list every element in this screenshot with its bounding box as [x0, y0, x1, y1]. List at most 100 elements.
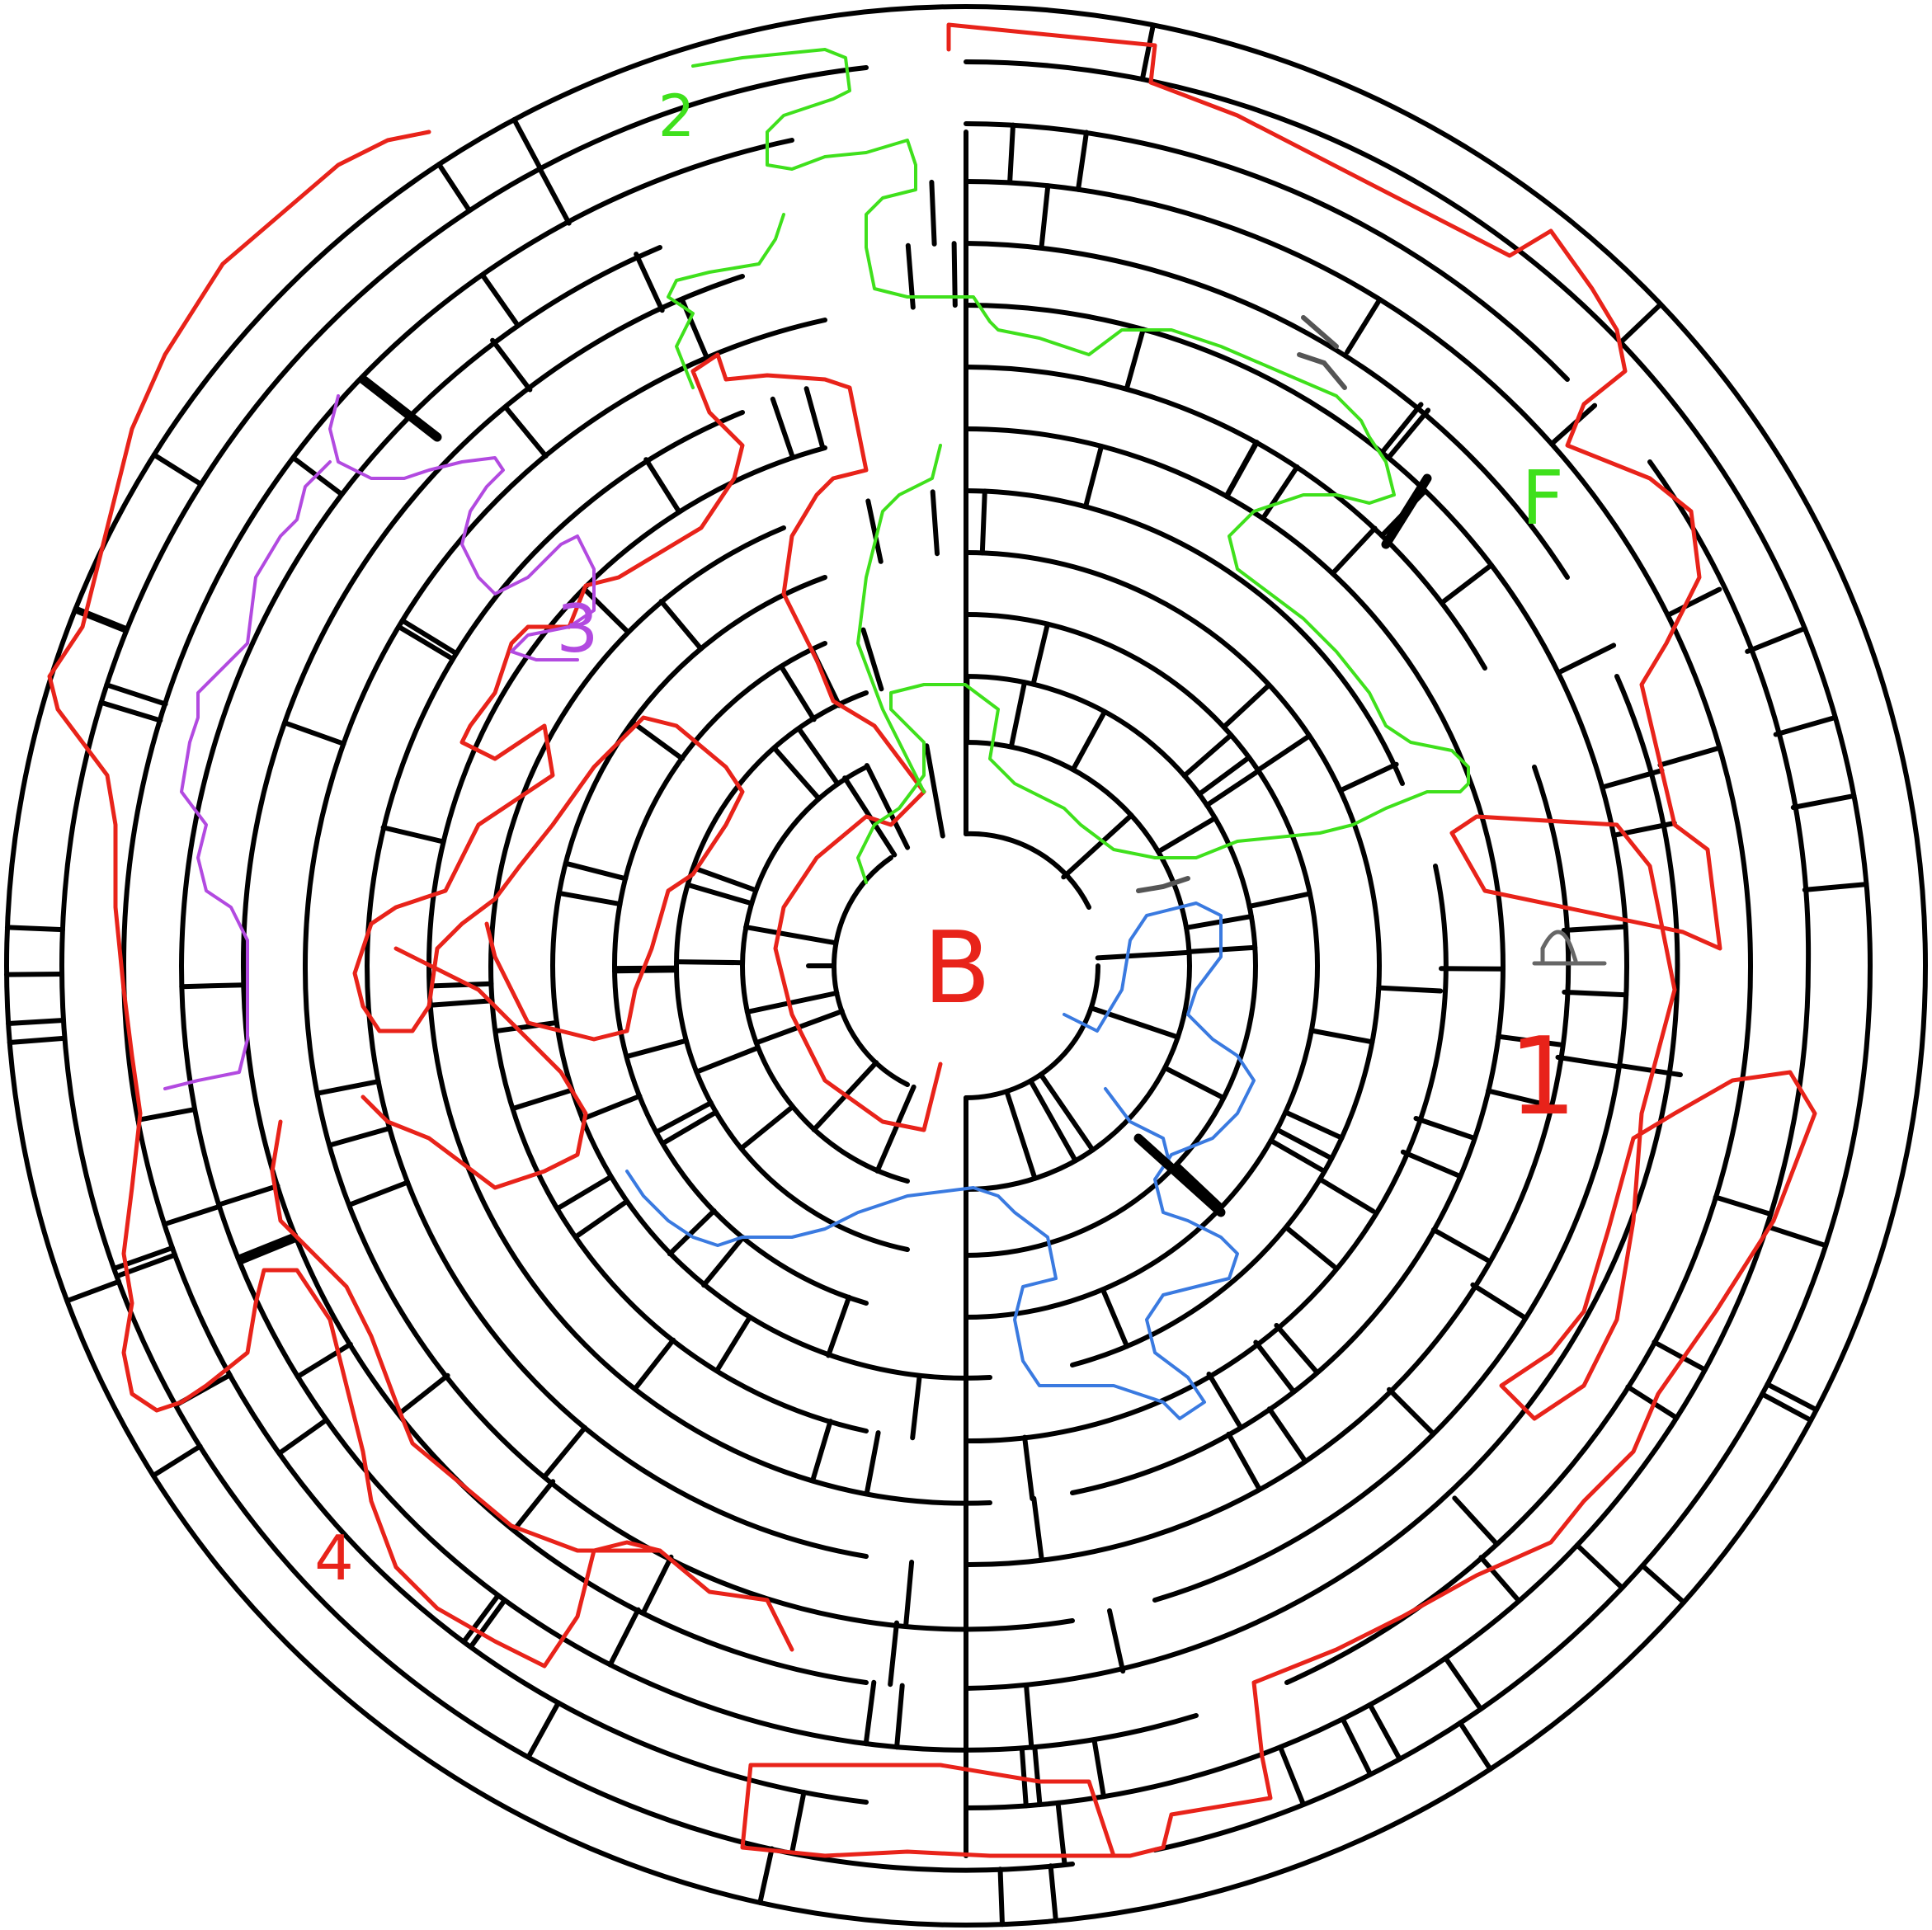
spoke-wall	[865, 498, 884, 564]
spoke-wall	[1206, 1372, 1243, 1430]
spoke-wall	[864, 1430, 881, 1496]
spoke-wall	[1802, 882, 1869, 892]
spoke-wall	[1337, 761, 1399, 793]
spoke-wall	[396, 624, 455, 661]
spoke-wall	[1555, 643, 1617, 676]
red-route	[47, 22, 1817, 1858]
spoke-wall	[1032, 1744, 1043, 1808]
spoke-wall	[951, 241, 958, 308]
spoke-wall	[179, 982, 247, 990]
spoke-wall	[694, 1045, 761, 1075]
spoke-wall	[1007, 122, 1015, 186]
spoke-wall	[634, 252, 665, 313]
maze-walls	[4, 4, 1928, 1928]
spoke-wall	[1340, 1716, 1374, 1777]
spoke-wall	[1440, 563, 1494, 605]
spoke-wall	[864, 763, 911, 850]
spoke-wall	[1091, 1737, 1106, 1800]
spoke-wall	[1317, 1176, 1376, 1214]
spoke-wall	[327, 1126, 393, 1148]
spoke-wall	[4, 925, 65, 933]
spoke-wall	[1478, 1555, 1522, 1604]
spoke-wall	[1048, 1863, 1058, 1923]
ring-wall-3	[179, 179, 1754, 1753]
spoke-wall	[1562, 989, 1629, 998]
spoke-wall	[1028, 1078, 1078, 1164]
spoke-wall	[436, 162, 472, 214]
spoke-wall	[72, 608, 129, 633]
spoke-wall	[295, 1341, 353, 1380]
spoke-wall	[162, 1203, 222, 1227]
spoke-wall	[903, 1560, 915, 1626]
spoke-wall	[1430, 1227, 1491, 1263]
spoke-wall	[1095, 949, 1192, 961]
spoke-wall	[607, 1607, 641, 1668]
spoke-wall	[1070, 708, 1108, 773]
spoke-wall	[276, 1417, 329, 1457]
spoke-wall	[490, 337, 533, 393]
spoke-wall	[7, 1035, 68, 1045]
spoke-wall	[492, 1019, 559, 1034]
spoke-wall	[1548, 402, 1598, 447]
spoke-wall	[1308, 1028, 1375, 1045]
spoke-wall	[543, 1425, 587, 1478]
spoke-wall	[1266, 1406, 1308, 1462]
spoke-wall	[1260, 464, 1300, 521]
spoke-wall	[1268, 1137, 1327, 1174]
green-route	[667, 48, 1470, 884]
spoke-wall	[714, 1315, 752, 1373]
ring-wall-13	[831, 831, 1100, 1100]
spoke-wall	[1278, 1744, 1306, 1807]
spoke-wall	[1745, 625, 1807, 654]
spoke-wall	[894, 1683, 905, 1750]
spoke-wall	[1255, 733, 1312, 773]
spoke-wall	[612, 967, 679, 974]
spoke-wall	[1100, 1287, 1130, 1349]
spoke-wall	[1496, 1033, 1562, 1047]
spoke-wall	[1330, 525, 1378, 577]
spoke-wall	[629, 719, 685, 761]
spoke-wall	[1387, 1386, 1435, 1436]
spoke-wall	[1139, 22, 1156, 82]
spoke-wall	[1224, 440, 1260, 499]
spoke-wall	[315, 1079, 381, 1096]
spoke-wall	[826, 1294, 852, 1358]
maze-spokes	[4, 22, 1869, 1928]
spoke-wall	[1379, 402, 1424, 455]
spoke-wall	[237, 1236, 300, 1265]
spoke-wall	[1039, 183, 1051, 250]
spoke-wall	[427, 998, 495, 1008]
route-3-label: 3	[557, 591, 599, 667]
spoke-wall	[1652, 1339, 1708, 1372]
spoke-wall	[1345, 297, 1383, 355]
spoke-wall	[624, 1038, 689, 1059]
spoke-wall	[1773, 714, 1838, 737]
spoke-wall	[135, 1107, 198, 1123]
spoke-wall	[1790, 793, 1857, 810]
spoke-wall	[1226, 1431, 1261, 1491]
spoke-wall	[1246, 891, 1312, 909]
spoke-wall	[1162, 1065, 1227, 1101]
spoke-wall	[1400, 1149, 1463, 1179]
spoke-wall	[1024, 1683, 1034, 1750]
spoke-wall	[686, 882, 754, 906]
spoke-wall	[503, 406, 549, 459]
gray-marks	[1136, 315, 1347, 893]
spoke-wall	[468, 1598, 507, 1650]
spoke-wall	[924, 743, 945, 839]
route-1-label: 1	[1509, 1014, 1577, 1139]
spoke-wall	[347, 1179, 411, 1207]
spoke-wall	[1083, 444, 1105, 509]
spoke-wall	[461, 1593, 501, 1645]
spoke-wall	[1283, 1109, 1345, 1141]
spoke-wall	[426, 981, 494, 989]
spoke-wall	[1253, 1339, 1296, 1394]
spoke-wall	[400, 618, 458, 656]
spoke-wall	[1618, 301, 1664, 346]
door-arch-icon	[1532, 930, 1607, 966]
spoke-wall	[554, 1174, 614, 1212]
spoke-wall	[779, 664, 817, 723]
ring-wall-7	[426, 426, 1506, 1506]
spoke-wall	[796, 727, 840, 786]
